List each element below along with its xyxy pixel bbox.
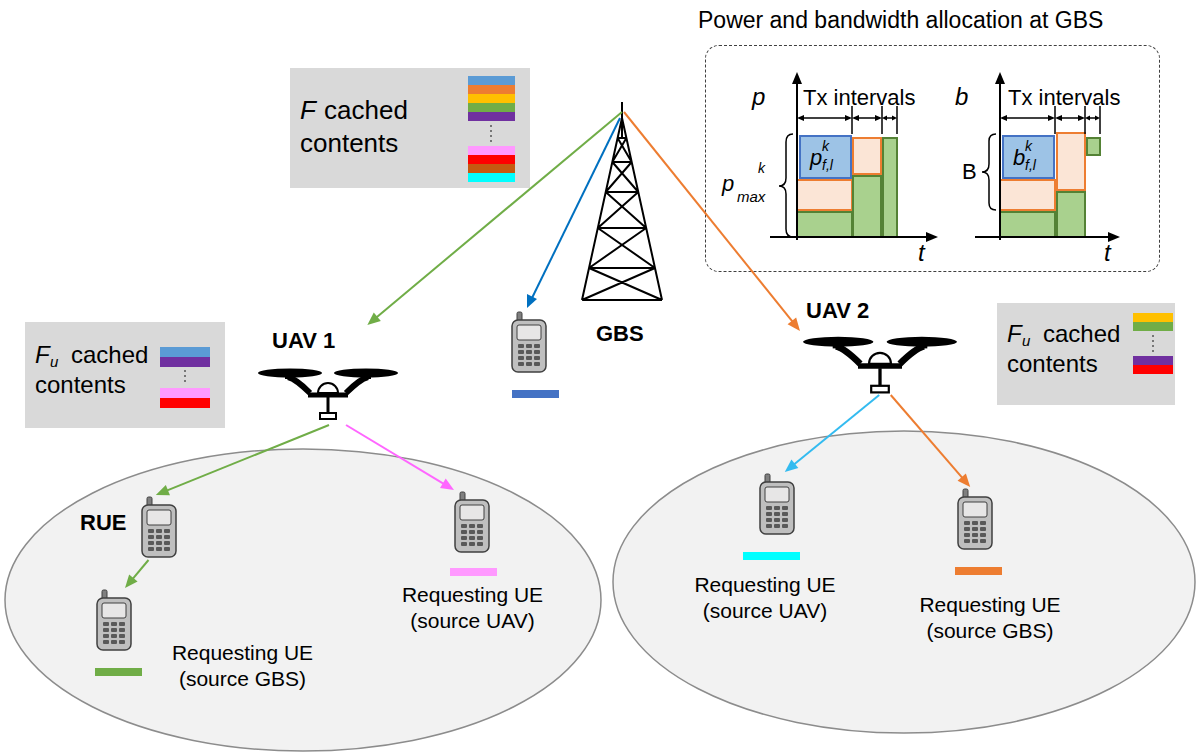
node-text: F: [35, 340, 50, 370]
allocation-block: bkf,l: [1002, 135, 1055, 179]
axis-label: b: [955, 82, 968, 112]
request-bar: [743, 552, 800, 560]
link-arrow: [346, 425, 454, 490]
cache-box: Fucached contents: [25, 322, 225, 428]
phone-icon: [142, 497, 176, 557]
phone-icon: [760, 474, 794, 534]
node-text: u: [50, 353, 58, 372]
axis-label: t: [918, 238, 925, 268]
uav-symbol: [803, 337, 957, 393]
symbol-label: p: [722, 170, 734, 198]
symbol-label: max: [737, 188, 765, 207]
node-text: k: [1025, 138, 1032, 156]
link-arrow: [785, 395, 879, 472]
request-bar: [95, 668, 142, 676]
node-text: f,l: [1025, 157, 1036, 175]
allocation-block: pkf,l: [799, 135, 852, 179]
node-text: p: [810, 144, 822, 172]
phone-icon: [97, 590, 131, 650]
base-station: GBS: [572, 112, 672, 350]
axis-label: p: [752, 82, 765, 112]
node-text: UAV 2: [806, 297, 869, 325]
tower-symbol: [582, 102, 662, 300]
node-text: u: [1022, 332, 1030, 351]
node-text: GBS: [596, 320, 644, 348]
node-text: Requesting UE (source GBS): [900, 592, 1080, 645]
symbol-label: k: [758, 160, 765, 178]
node-text: UAV 1: [272, 327, 335, 355]
uav-symbol: [258, 369, 398, 420]
request-bar: [512, 390, 559, 398]
request-bar: [450, 568, 497, 576]
symbol-label: B: [962, 158, 977, 186]
node-text: Requesting UE (source UAV): [380, 582, 565, 635]
node-text: Requesting UE (source UAV): [675, 572, 855, 625]
link-arrow: [156, 425, 329, 495]
phone-icon: [512, 312, 546, 372]
arrow-head: [527, 294, 537, 308]
direct-link: [532, 118, 620, 298]
node-text: RUE: [80, 509, 126, 537]
axis-label: Tx intervals: [1008, 84, 1120, 112]
coverage-area: [5, 449, 601, 751]
phone-icon: [958, 489, 992, 549]
node-text: Requesting UE (source GBS): [145, 640, 340, 693]
link-arrow: [891, 395, 970, 487]
node-text: F: [1007, 319, 1022, 349]
node-text: cached contents: [1007, 319, 1133, 379]
node-text: F: [300, 94, 316, 127]
node-text: Power and bandwidth allocation at GBS: [698, 6, 1103, 35]
coverage-area: [613, 431, 1195, 733]
node-text: cached contents: [300, 94, 450, 159]
link-arrow: [125, 560, 149, 588]
node-text: b: [1013, 144, 1025, 172]
node-text: k: [822, 138, 829, 156]
node-text: cached contents: [35, 340, 167, 400]
request-bar: [955, 567, 1002, 575]
axis-label: Tx intervals: [803, 84, 915, 112]
node-text: f,l: [822, 157, 833, 175]
phone-icon: [455, 492, 489, 552]
axis-label: t: [1104, 238, 1111, 268]
